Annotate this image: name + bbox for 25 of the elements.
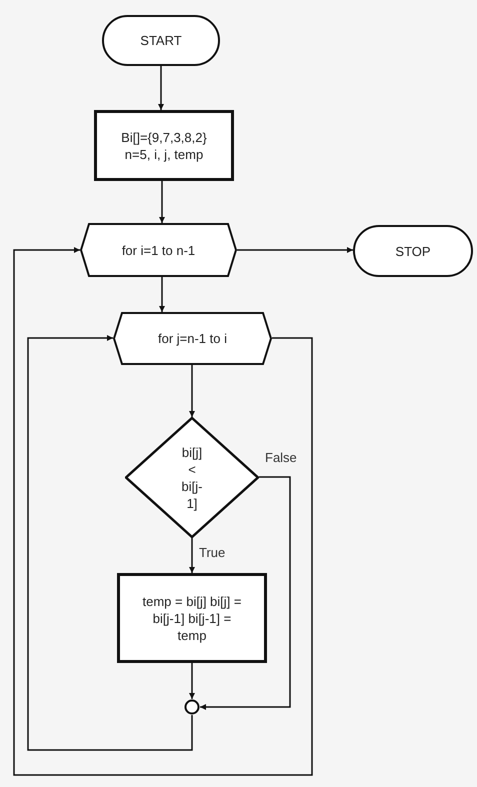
node-label: bi[j] < bi[j-1] <box>182 444 202 512</box>
flow-arrow <box>189 538 195 573</box>
terminal-shape <box>353 225 473 277</box>
connector-circle <box>184 699 200 715</box>
node-label: for i=1 to n-1 <box>122 242 196 258</box>
node-label: temp = bi[j] bi[j] = bi[j-1] bi[j-1] = temp <box>142 592 242 644</box>
process-box <box>94 110 234 181</box>
node-label: Bi[]={9,7,3,8,2} n=5, i, j, temp <box>120 128 208 162</box>
loop-hexagon <box>80 223 237 277</box>
flow-arrow <box>27 335 193 751</box>
node-label: for j=n-1 to i <box>158 330 227 347</box>
flow-arrow <box>159 181 165 223</box>
node-label: STOP <box>395 242 431 260</box>
decision-diamond <box>125 417 259 538</box>
flow-arrow <box>237 247 353 253</box>
flow-arrow <box>189 663 195 699</box>
flow-arrow <box>189 365 195 417</box>
node-label: START <box>140 32 182 49</box>
process-box <box>117 573 267 663</box>
loop-hexagon <box>113 312 272 365</box>
terminal-shape <box>102 15 220 66</box>
flow-arrow <box>13 247 313 776</box>
flow-arrow <box>200 476 291 710</box>
flow-arrow <box>159 277 165 312</box>
flow-arrow <box>158 66 164 110</box>
